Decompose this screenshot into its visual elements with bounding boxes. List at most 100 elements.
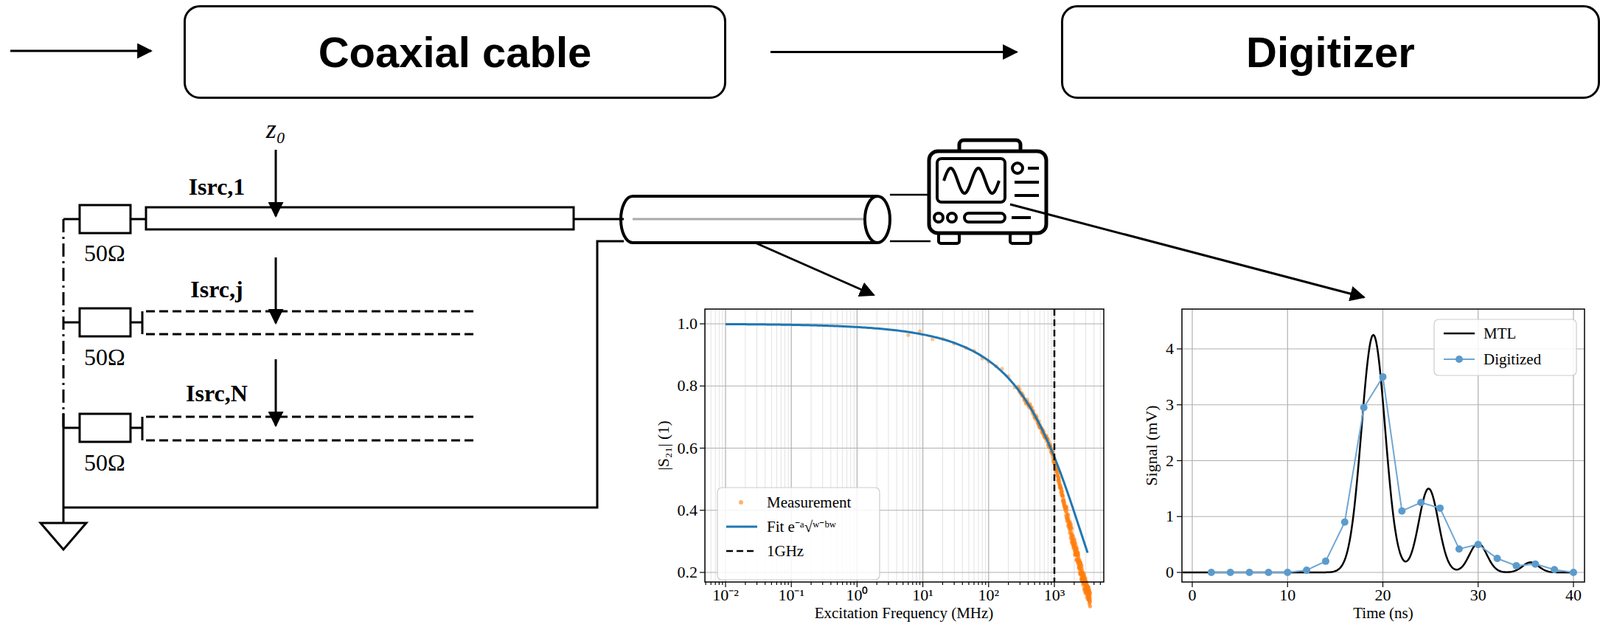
- axis-label: 1: [1165, 508, 1174, 525]
- legend-sample: [738, 499, 744, 505]
- tick-mark: [1176, 404, 1182, 405]
- scope-button: [1014, 180, 1039, 184]
- grid-line: [922, 308, 924, 582]
- plot-area: [704, 308, 1104, 582]
- branch-wire: [130, 426, 143, 430]
- grid-line: [704, 447, 1104, 449]
- scope-screen: [937, 158, 1005, 203]
- legend-box: [1434, 319, 1577, 376]
- tick-mark: [724, 581, 726, 587]
- measurement-dot: [1088, 603, 1092, 608]
- minor-grid-line: [962, 308, 963, 582]
- minor-grid-line: [985, 308, 986, 582]
- scope-button: [1014, 193, 1039, 197]
- axis-label: 0.2: [677, 564, 699, 581]
- legend-sample: [726, 550, 758, 553]
- scope-foot: [938, 232, 960, 244]
- minor-grid-line: [915, 308, 917, 582]
- legend-text: Digitized: [1483, 351, 1542, 368]
- digitized-dot: [1264, 568, 1272, 576]
- resistor-symbol: [79, 308, 131, 337]
- minor-grid-line: [1085, 308, 1087, 582]
- legend-sample: [726, 525, 758, 528]
- conductor-line: [145, 333, 475, 336]
- digitized-dot: [1322, 557, 1330, 565]
- measurement-dot: [1088, 590, 1092, 595]
- tick-mark: [1287, 581, 1289, 587]
- minor-grid-line: [902, 308, 904, 582]
- legend-sample: [1455, 355, 1463, 363]
- cutoff-line: [1053, 308, 1056, 582]
- legend-text: 1GHz: [766, 543, 804, 559]
- tick-mark: [856, 581, 858, 587]
- minor-grid-line: [907, 308, 909, 582]
- tick-mark: [1176, 516, 1182, 517]
- minor-grid-line: [942, 308, 944, 582]
- axis-label: 10¹: [912, 586, 934, 604]
- grid-line: [988, 308, 989, 582]
- tick-mark: [699, 385, 705, 387]
- tick-mark: [699, 447, 705, 449]
- minor-grid-line: [919, 308, 921, 582]
- source-arrow: [275, 359, 278, 426]
- tick-mark: [1176, 348, 1182, 349]
- coax-cable: [620, 196, 878, 243]
- digitized-dot: [1283, 568, 1292, 576]
- resistor-value: 50Ω: [84, 241, 126, 265]
- scope-button: [1011, 216, 1031, 219]
- scope-knob: [1012, 162, 1023, 174]
- digitized-dot: [1512, 561, 1520, 570]
- scope-foot: [1010, 232, 1031, 244]
- measurement-dot: [1088, 590, 1092, 595]
- coax-wire: [889, 240, 931, 243]
- signal-label: Isrc,1: [188, 174, 246, 199]
- branch-wire: [63, 218, 80, 221]
- scope-slot: [964, 213, 1005, 222]
- axis-label: 10⁻¹: [777, 586, 805, 604]
- axis-label: Time (ns): [1352, 605, 1414, 621]
- minor-grid-line: [705, 308, 707, 582]
- axis-label: 0.6: [677, 440, 699, 457]
- return-wire: [63, 241, 624, 508]
- signal-label: Isrc,j: [190, 277, 243, 301]
- digitized-dot: [1341, 518, 1349, 526]
- digitized-dot: [1436, 504, 1444, 512]
- minor-grid-line: [954, 308, 955, 582]
- conductor-line: [145, 207, 574, 230]
- tick-mark: [1382, 581, 1384, 587]
- tick-mark: [1572, 581, 1574, 587]
- conductor-line: [145, 415, 475, 419]
- branch-wire: [63, 321, 80, 324]
- axis-label: 30: [1470, 586, 1487, 604]
- tick-mark: [1176, 571, 1182, 573]
- branch-wire: [63, 426, 80, 430]
- digitized-dot: [1474, 540, 1483, 548]
- resistor-symbol: [79, 413, 131, 442]
- minor-grid-line: [982, 308, 983, 582]
- measurement-dot: [1088, 604, 1092, 609]
- tick-mark: [1191, 581, 1193, 587]
- scope-body: [929, 151, 1047, 233]
- digitized-dot: [1569, 568, 1578, 576]
- axis-label: 1.0: [677, 315, 699, 332]
- digitized-dot: [1417, 498, 1425, 506]
- fit-curve: [725, 323, 1088, 553]
- tick-mark: [1477, 581, 1479, 587]
- grid-line: [1181, 516, 1585, 517]
- digitized-dot: [1550, 565, 1558, 573]
- tick-mark: [699, 509, 705, 511]
- scope-button: [1027, 166, 1039, 170]
- digitized-dot: [1226, 568, 1235, 576]
- tick-mark: [699, 322, 705, 324]
- resistor-value: 50Ω: [84, 345, 126, 369]
- branch-wire: [130, 321, 143, 324]
- minor-grid-line: [896, 308, 898, 582]
- axis-label: |S₂₁| (1): [655, 420, 672, 471]
- scope-wave: [943, 168, 1000, 194]
- axis-label: Signal (mV): [1143, 404, 1160, 486]
- digitized-curve: [1211, 376, 1574, 573]
- legend-text: Fit e⁻ᵃ√ʷ⁻ᵇʷ: [766, 519, 837, 535]
- leader-arrow: [755, 242, 874, 295]
- grid-line: [1053, 308, 1055, 582]
